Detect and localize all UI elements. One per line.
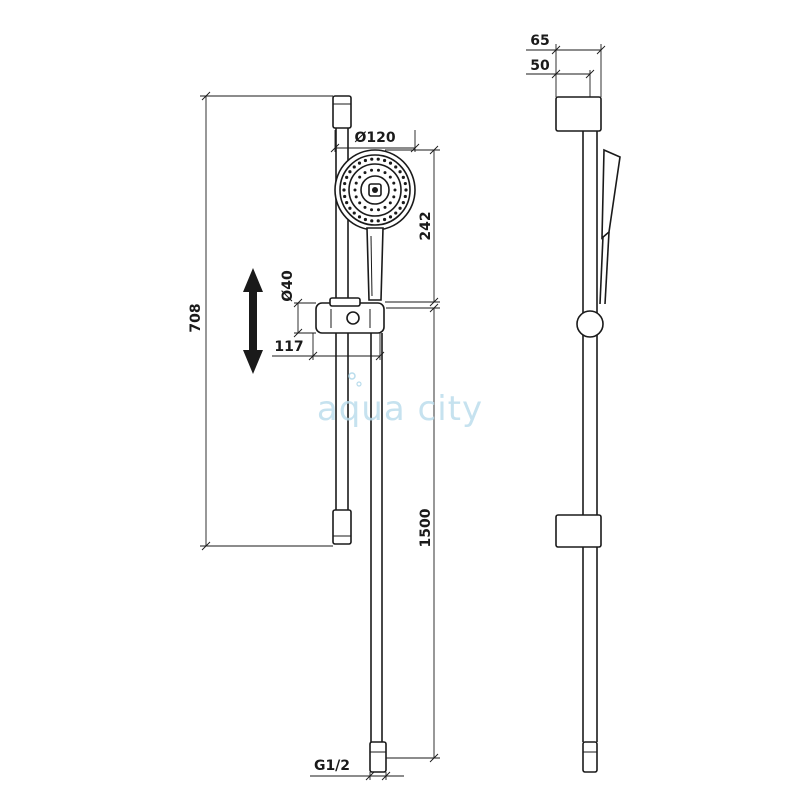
nozzle-dot — [394, 211, 398, 215]
nozzle-dot — [345, 175, 349, 179]
nozzle-dot — [388, 175, 392, 179]
nozzle-dot — [370, 157, 374, 161]
nozzle-dot — [392, 195, 396, 199]
nozzle-dot — [363, 217, 368, 222]
shower-hose — [369, 333, 387, 773]
dimension-connection: G1/2 — [310, 758, 404, 781]
nozzle-dot — [348, 170, 352, 174]
dimension-117: 117 — [272, 333, 385, 361]
nozzle-dot — [354, 195, 358, 199]
nozzle-dot — [393, 188, 397, 192]
nozzle-dot — [352, 165, 356, 169]
dimension-1500: 1500 — [386, 303, 440, 763]
nozzle-dot — [370, 208, 374, 212]
dimension-708: 708 — [188, 91, 333, 551]
nozzle-dot — [388, 215, 393, 219]
nozzle-dot — [398, 206, 402, 210]
nozzle-dot — [376, 157, 380, 161]
nozzle-dot — [370, 219, 374, 223]
shower-holder — [315, 297, 385, 334]
dim-label-1500: 1500 — [418, 508, 434, 547]
shower-head-side-profile — [601, 148, 621, 240]
dimension-242: 242 — [385, 145, 440, 307]
nozzle-dot — [404, 188, 408, 192]
nozzle-dot — [357, 215, 362, 219]
nozzle-dot — [388, 201, 392, 205]
dimension-head-diameter: Ø120 — [330, 130, 420, 153]
nozzle-dot — [343, 194, 347, 199]
nozzle-dot — [348, 206, 352, 210]
nozzle-dot — [382, 158, 387, 163]
nozzle-dot — [382, 217, 387, 222]
dim-label-head-diameter: Ø120 — [354, 130, 395, 146]
dim-label-117: 117 — [274, 339, 303, 355]
front-view: 708 Ø120 242 1500 — [188, 91, 440, 781]
dim-label-65: 65 — [530, 33, 549, 49]
holder-knob-side — [576, 310, 604, 338]
nozzle-dot — [363, 171, 367, 175]
nozzle-dot — [392, 181, 396, 185]
nozzle-dot — [383, 171, 387, 175]
nozzle-dot — [357, 161, 362, 165]
nozzle-dot — [376, 168, 380, 172]
nozzle-dot — [401, 175, 405, 179]
nozzle-dot — [363, 205, 367, 209]
dim-label-708: 708 — [188, 303, 204, 332]
nozzle-dot — [388, 161, 393, 165]
nozzle-dot — [398, 170, 402, 174]
nozzle-dot — [394, 165, 398, 169]
nozzle-dot — [370, 168, 374, 172]
dim-label-242: 242 — [418, 211, 434, 240]
watermark-logo: aqua city — [317, 372, 483, 429]
nozzle-dot — [403, 194, 407, 199]
nozzle-dot — [352, 211, 356, 215]
nozzle-dot — [354, 181, 358, 185]
nozzle-dot — [358, 201, 362, 205]
nozzle-dot — [376, 219, 380, 223]
dim-label-holder-diameter: Ø40 — [280, 270, 296, 302]
side-view: 65 50 — [526, 33, 621, 773]
dimension-holder-diameter: Ø40 — [280, 270, 316, 338]
nozzle-dot — [343, 181, 347, 186]
nozzle-dot — [353, 188, 357, 192]
nozzle-pattern — [342, 157, 408, 223]
nozzle-dot — [376, 208, 380, 212]
dimension-50: 50 — [526, 58, 595, 97]
dim-label-50: 50 — [530, 58, 550, 74]
dimension-65: 65 — [526, 33, 606, 97]
nozzle-dot — [401, 201, 405, 205]
dim-label-connection: G1/2 — [314, 758, 350, 774]
nozzle-dot — [345, 201, 349, 205]
nozzle-dot — [342, 188, 346, 192]
watermark-text: aqua city — [317, 389, 483, 429]
nozzle-dot — [363, 158, 368, 163]
nozzle-dot — [358, 175, 362, 179]
hand-shower-head — [334, 149, 416, 301]
nozzle-dot — [383, 205, 387, 209]
nozzle-dot — [403, 181, 407, 186]
slide-direction-arrow — [243, 268, 263, 374]
